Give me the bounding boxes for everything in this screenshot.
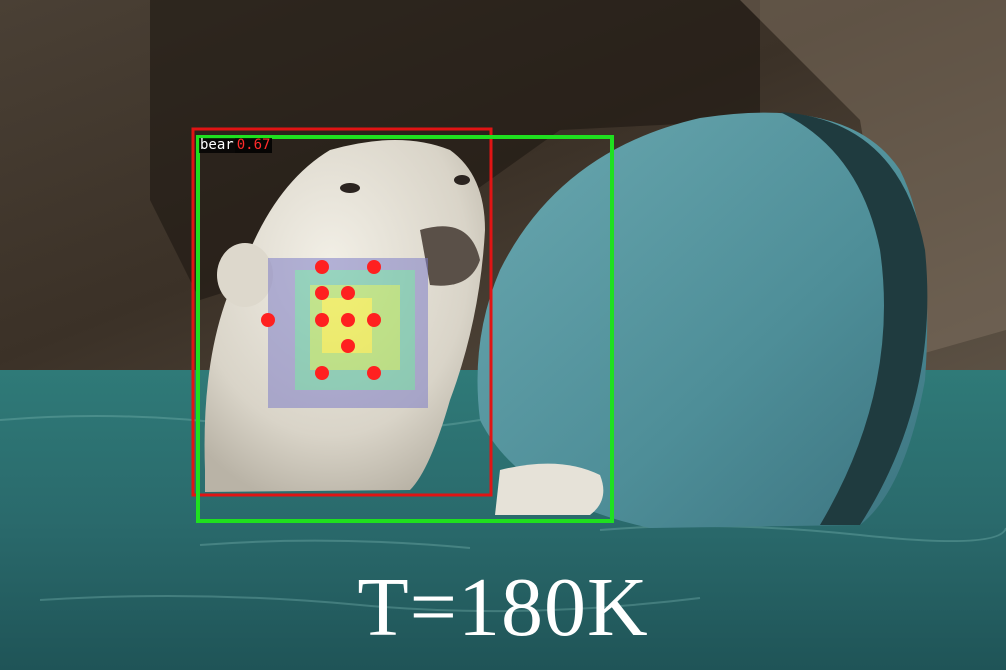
keypoint bbox=[315, 260, 329, 274]
disc-rim bbox=[780, 112, 928, 525]
keypoint bbox=[341, 286, 355, 300]
keypoint bbox=[367, 260, 381, 274]
keypoint bbox=[315, 313, 329, 327]
disc-object bbox=[477, 112, 928, 528]
keypoint bbox=[341, 313, 355, 327]
caption: T=180K bbox=[357, 561, 649, 654]
detection-label: bear 0.67 bbox=[199, 137, 273, 153]
confidence-score: 0.67 bbox=[234, 137, 273, 153]
keypoints bbox=[261, 260, 381, 380]
predicted-box bbox=[191, 127, 493, 497]
keypoint bbox=[367, 366, 381, 380]
keypoint bbox=[341, 339, 355, 353]
keypoint bbox=[367, 313, 381, 327]
ground-truth-box bbox=[196, 135, 614, 523]
keypoint bbox=[261, 313, 275, 327]
heatmap-overlay bbox=[268, 258, 428, 408]
class-label: bear bbox=[199, 137, 235, 153]
keypoint bbox=[315, 366, 329, 380]
keypoint bbox=[315, 286, 329, 300]
